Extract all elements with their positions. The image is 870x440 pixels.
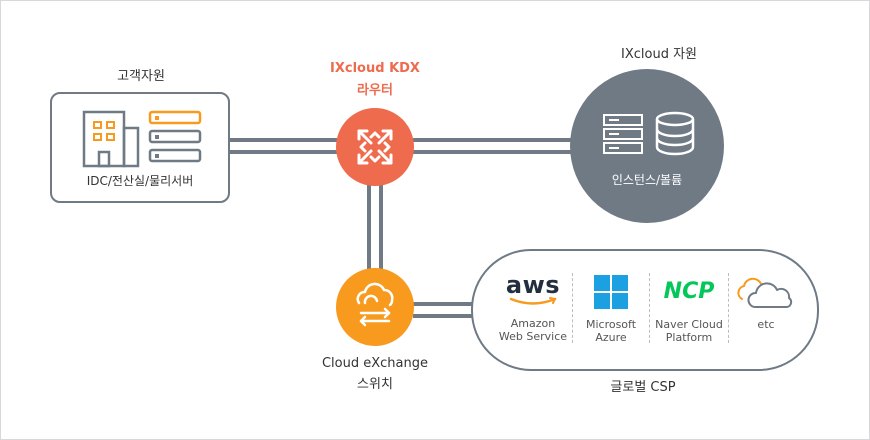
windows-logo: [594, 275, 628, 309]
provider-aws-line2: Web Service: [498, 330, 568, 343]
aws-logo: aws: [505, 271, 561, 299]
link-router-ixcloud: [413, 138, 573, 154]
server-rack-icon: [148, 110, 202, 163]
customer-title: 고객자원: [117, 69, 165, 84]
database-icon: [655, 111, 695, 156]
ncp-logo: NCP: [663, 279, 715, 304]
server-icon: [603, 114, 643, 154]
ixcloud-caption: 인스턴스/볼륨: [611, 173, 683, 187]
divider: [572, 273, 573, 343]
router-arrows-icon: [357, 129, 393, 165]
link-router-switch: [367, 185, 383, 269]
ixcloud-node: 인스턴스/볼륨: [570, 69, 724, 223]
provider-aws: aws Amazon Web Service: [495, 273, 571, 343]
provider-etc-line1: etc: [757, 318, 775, 331]
divider: [728, 273, 729, 343]
aws-smile-icon: [509, 297, 557, 305]
switch-title-line1: Cloud eXchange: [321, 356, 428, 371]
link-customer-router: [229, 138, 337, 154]
cloud-exchange-icon: [356, 282, 394, 327]
customer-caption: IDC/전산실/물리서버: [86, 174, 194, 188]
ixcloud-title: IXcloud 자원: [621, 47, 697, 62]
router-title-line1: IXcloud KDX: [330, 61, 420, 76]
customer-box: IDC/전산실/물리서버: [50, 92, 230, 203]
provider-aws-line1: Amazon: [510, 317, 556, 330]
provider-ncp-line2: Platform: [665, 331, 713, 344]
provider-ncp-line1: Naver Cloud: [655, 318, 723, 331]
router-node: [336, 108, 414, 186]
divider: [649, 273, 650, 343]
switch-title-line2: 스위치: [357, 377, 393, 392]
provider-azure-line2: Azure: [595, 331, 627, 344]
router-title-line2: 라우터: [357, 83, 393, 98]
provider-etc: etc: [730, 273, 802, 331]
switch-node: [336, 268, 414, 346]
link-switch-csp: [413, 302, 473, 318]
building-icon: [82, 110, 140, 168]
provider-azure-line1: Microsoft: [585, 318, 637, 331]
provider-azure: Microsoft Azure: [575, 273, 647, 344]
cloud-icon: [737, 277, 793, 308]
provider-ncp: NCP Naver Cloud Platform: [651, 273, 727, 344]
csp-box: aws Amazon Web Service Microsoft Azure N…: [471, 249, 819, 371]
csp-title: 글로벌 CSP: [610, 380, 676, 395]
